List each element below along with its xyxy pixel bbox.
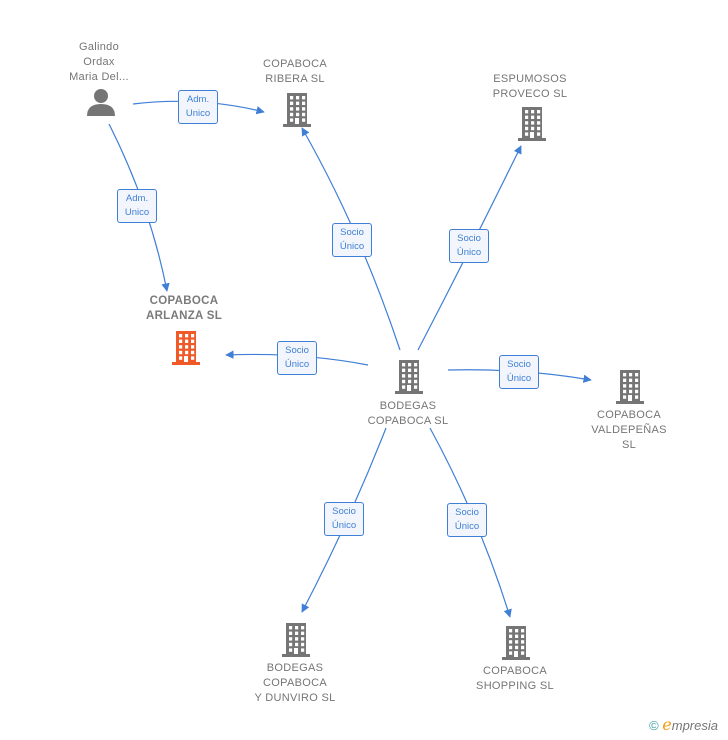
edge-label-line: Unico (185, 108, 211, 119)
galindo-person-icon[interactable] (87, 89, 115, 116)
node-label-line: COPABOCA (263, 677, 327, 689)
node-label-line: BODEGAS (266, 662, 324, 674)
node-label-line: BODEGAS (379, 400, 437, 412)
edge-label-line: Adm. (125, 193, 149, 204)
edge-label-line: Socio (455, 507, 479, 518)
bodegas-copaboca-building-icon[interactable] (395, 360, 423, 394)
node-label-copaboca-shopping[interactable]: COPABOCA SHOPPING SL (476, 664, 554, 694)
node-label-bodegas-dunviro[interactable]: BODEGAS COPABOCA Y DUNVIRO SL (254, 661, 335, 706)
node-label-line: SHOPPING SL (476, 680, 554, 692)
empresia-brand[interactable]: © empresia (649, 715, 718, 734)
node-label-copaboca-ribera[interactable]: COPABOCA RIBERA SL (263, 57, 327, 87)
node-label-line: RIBERA SL (265, 73, 325, 85)
node-label-line: PROVECO SL (492, 88, 568, 100)
espumosos-building-icon[interactable] (518, 107, 546, 141)
node-label-line: ARLANZA SL (145, 310, 223, 322)
copaboca-ribera-building-icon[interactable] (283, 93, 311, 127)
node-label-line: COPABOCA SL (367, 415, 449, 427)
edge-label-line: Socio (507, 359, 531, 370)
edge-label-galindo-to-copaboca-arlanza[interactable]: Adm. Unico (117, 189, 157, 223)
node-label-line: Maria Del... (69, 71, 129, 83)
edge-label-galindo-to-copaboca-ribera[interactable]: Adm. Unico (178, 90, 218, 124)
node-label-copaboca-valdepenas[interactable]: COPABOCA VALDEPEÑAS SL (591, 408, 667, 453)
edge-label-line: Único (454, 521, 480, 532)
copaboca-arlanza-building-icon[interactable] (172, 331, 200, 365)
edge-label-line: Único (284, 359, 310, 370)
copyright-symbol: © (649, 718, 659, 733)
node-label-line: COPABOCA (149, 295, 219, 307)
edge-label-line: Único (339, 241, 365, 252)
edge-label-line: Socio (332, 506, 356, 517)
edge-label-line: Único (506, 373, 532, 384)
node-label-espumosos[interactable]: ESPUMOSOS PROVECO SL (493, 72, 568, 102)
node-label-line: Y DUNVIRO SL (254, 692, 336, 704)
node-label-line: COPABOCA (483, 665, 547, 677)
node-label-line: Ordax (83, 56, 115, 68)
node-label-line: VALDEPEÑAS (591, 424, 667, 436)
brand-initial: e (662, 715, 672, 734)
node-label-line: COPABOCA (597, 409, 661, 421)
node-label-line: SL (621, 439, 637, 451)
edge-label-line: Socio (285, 345, 309, 356)
node-label-line: Galindo (78, 41, 119, 53)
node-label-line: ESPUMOSOS (493, 73, 567, 85)
edge-label-line: Unico (124, 207, 150, 218)
bodegas-dunviro-building-icon[interactable] (282, 623, 310, 657)
node-label-copaboca-arlanza[interactable]: COPABOCA ARLANZA SL (146, 294, 222, 324)
copaboca-valdepenas-building-icon[interactable] (616, 370, 644, 404)
node-label-line: COPABOCA (263, 58, 327, 70)
brand-name: mpresia (671, 718, 718, 733)
edge-label-line: Socio (457, 233, 481, 244)
node-label-bodegas-copaboca[interactable]: BODEGAS COPABOCA SL (368, 399, 449, 429)
copaboca-shopping-building-icon[interactable] (502, 626, 530, 660)
edge-label-line: Único (456, 247, 482, 258)
edge-label-line: Único (331, 520, 357, 531)
edge-label-line: Adm. (186, 94, 210, 105)
edge-label-line: Socio (340, 227, 364, 238)
